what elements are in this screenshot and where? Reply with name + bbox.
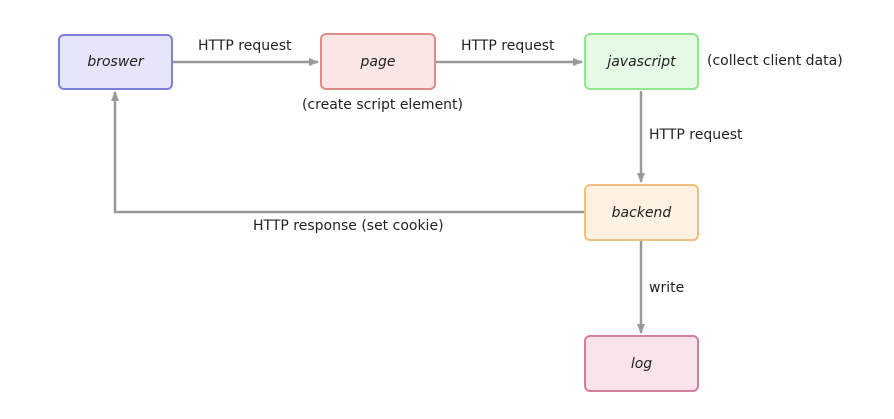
edge-label-backend-to-log: write [649,280,685,296]
node-browser: broswer [58,34,173,90]
page-annotation: (create script element) [302,97,464,113]
javascript-annotation: (collect client data) [707,53,843,69]
edge-label-page-to-javascript: HTTP request [461,38,555,54]
node-backend: backend [584,184,699,241]
node-log: log [584,335,699,392]
edge-label-backend-to-browser: HTTP response (set cookie) [253,218,444,234]
edge-label-javascript-to-backend: HTTP request [649,127,743,143]
node-page: page [320,33,436,90]
edge-backend-to-browser [111,91,585,214]
node-javascript: javascript [584,33,699,90]
edge-label-browser-to-page: HTTP request [198,38,292,54]
